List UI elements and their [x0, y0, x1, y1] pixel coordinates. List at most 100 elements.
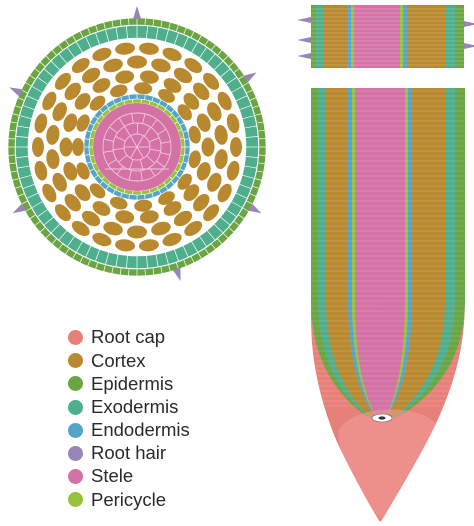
stele-cell-ring [112, 122, 162, 172]
cs-endodermis-wall [93, 174, 99, 179]
cs-epidermis-wall [58, 243, 64, 250]
ls-upper-band [403, 5, 407, 68]
cortex-cell [46, 124, 60, 145]
cortex-cell [115, 70, 135, 84]
cs-exodermis-wall [37, 209, 48, 217]
cs-epidermis-wall [21, 200, 28, 205]
cortex-cell [127, 55, 147, 69]
ls-upper-band [400, 5, 403, 68]
cs-endodermis-wall [99, 180, 104, 185]
cortex-cell [54, 204, 71, 222]
cs-exodermis-wall [164, 252, 169, 265]
ls-tissue-band [385, 88, 408, 418]
cortex-cell [196, 113, 211, 132]
cs-exodermis-wall [95, 249, 101, 262]
cs-exodermis-wall [15, 136, 29, 138]
cs-epidermis-wall [242, 207, 249, 212]
cs-epidermis-inner-edge [14, 24, 260, 270]
cortex-cell [92, 47, 112, 62]
legend-item-root-hair: Root hair [68, 442, 268, 465]
root-hair [133, 6, 141, 19]
root-cap-swatch [68, 330, 83, 346]
cs-epidermis-wall [160, 266, 163, 274]
cs-epidermis-wall [246, 89, 253, 94]
cs-epidermis-wall [119, 267, 122, 275]
cortex-cell [92, 232, 112, 247]
legend-label-epidermis: Epidermis [91, 372, 174, 394]
cs-pericycle-wall [89, 154, 94, 157]
stele-cell-wall [136, 135, 144, 148]
stele-cell-wall [140, 170, 143, 181]
cortex-swatch [68, 353, 83, 369]
cs-pericycle-wall [177, 162, 182, 165]
cs-endodermis-wall [151, 96, 154, 102]
cs-endodermis-outer-edge [83, 93, 191, 201]
cortex-cell [34, 160, 48, 181]
cortex-cell [183, 184, 200, 202]
cortex-cell [158, 191, 175, 205]
cs-epidermis-wall [25, 82, 32, 87]
cs-epidermis-wall [39, 61, 46, 67]
cortex-cell [163, 78, 182, 93]
stele-cell-wall [128, 170, 132, 181]
root-hair [297, 17, 311, 23]
cortex-cell [217, 91, 232, 111]
cs-epidermis-wall [249, 193, 257, 197]
cs-endodermis-wall [120, 96, 123, 102]
ls-root-cap-columella [338, 409, 440, 520]
cortex-cell [89, 95, 106, 111]
cs-endodermis-wall [158, 189, 162, 195]
cs-exodermis-wall [164, 29, 169, 42]
tissue-legend: Root cap Cortex Epidermis Exodermis Endo… [68, 326, 268, 512]
cs-epidermis-wall [168, 22, 171, 30]
cs-epidermis-wall [103, 264, 106, 272]
cs-epidermis-wall [254, 113, 262, 116]
cs-pericycle-wall [123, 100, 126, 105]
cs-exodermis-wall [244, 165, 257, 169]
cortex-cell [115, 239, 136, 252]
stele-cell-wall [103, 150, 114, 153]
cs-endodermis-wall [144, 194, 146, 200]
cs-exodermis-wall [105, 252, 110, 265]
cs-endodermis-wall [170, 180, 175, 185]
cs-endodermis-wall [89, 122, 95, 126]
ls-upper-band [351, 5, 354, 68]
cortex-cell [64, 82, 81, 101]
cortex-cell [103, 58, 123, 73]
legend-item-endodermis: Endodermis [68, 419, 268, 442]
cs-exodermis [15, 25, 259, 269]
cs-exodermis-wall [17, 125, 30, 129]
cs-exodermis-wall [155, 27, 159, 40]
cortex-cell [183, 92, 200, 110]
cs-exodermis-wall [231, 201, 243, 209]
cs-exodermis-wall [58, 53, 68, 64]
cs-pericycle-wall [169, 114, 173, 118]
cs-epidermis-wall [238, 214, 245, 219]
cortex-cell [188, 150, 201, 169]
ls-upper-band [311, 5, 316, 68]
legend-item-cortex: Cortex [68, 349, 268, 372]
cs-exodermis-wall [182, 36, 189, 49]
cs-epidermis-wall [58, 44, 64, 51]
cs-endodermis-wall [182, 161, 188, 164]
cs-epidermis-wall [10, 121, 18, 124]
stele-cell-wall [109, 126, 118, 134]
cortex-cell [177, 104, 192, 121]
stele-cell-wall [156, 160, 165, 168]
cortex-cell [74, 92, 91, 110]
cs-epidermis-wall [217, 238, 223, 245]
cs-exodermis-wall [85, 36, 92, 49]
ls-upper-band [316, 5, 323, 68]
cs-endodermis-wall [158, 99, 162, 105]
cs-epidermis-wall [210, 44, 216, 51]
cortex-cell [110, 196, 128, 210]
cortex-cell [115, 210, 135, 224]
stele-cell-wall [115, 136, 126, 142]
cs-pericycle-wall [148, 189, 151, 194]
legend-item-root-cap: Root cap [68, 326, 268, 349]
cs-epidermis-wall [238, 75, 245, 80]
cs-pericycle-wall [92, 162, 97, 165]
cs-exodermis-wall [146, 255, 148, 269]
legend-label-pericycle: Pericycle [91, 488, 167, 510]
